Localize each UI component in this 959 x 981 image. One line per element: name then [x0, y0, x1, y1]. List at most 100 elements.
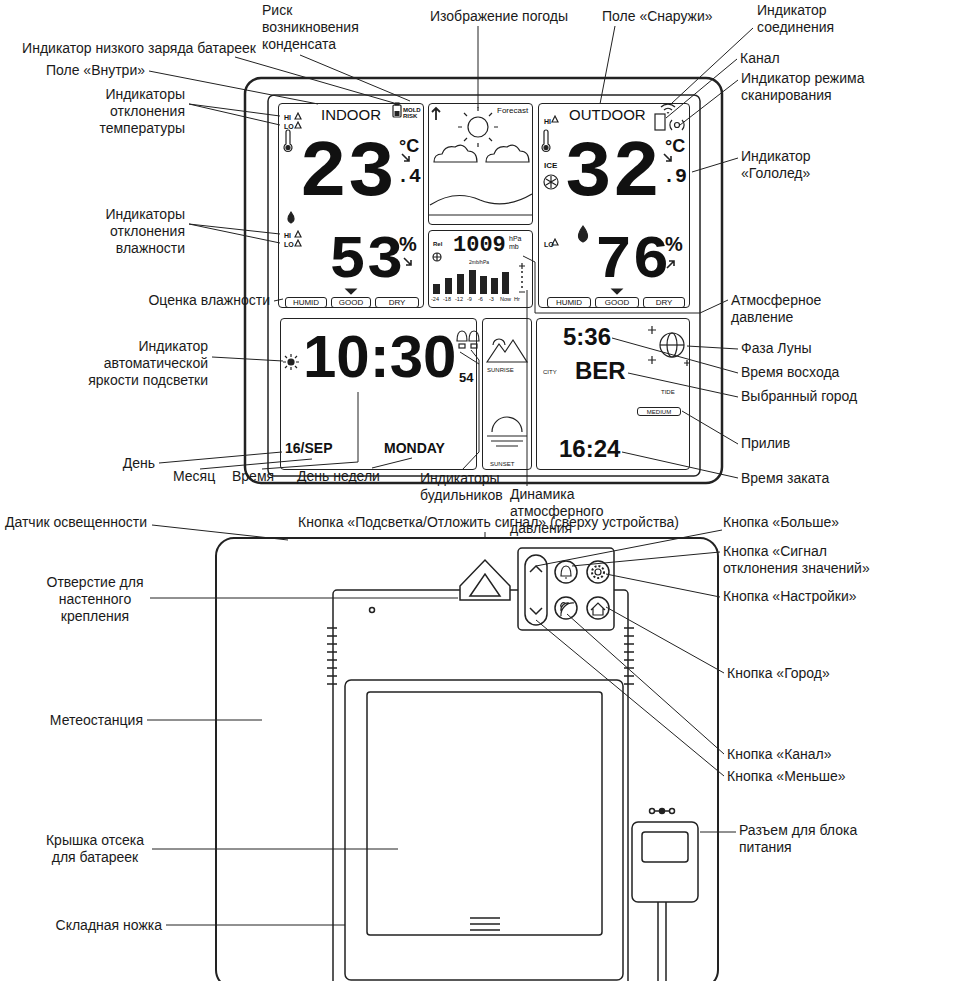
display-text: SUNRISE [487, 367, 514, 373]
display-text: 32 [564, 134, 660, 214]
display-icons [288, 359, 294, 365]
display-text: GOOD [332, 299, 370, 307]
clock-panel: 10:305416/SEPMONDAY [280, 318, 477, 470]
display-text: 16:24 [559, 437, 620, 461]
display-icons [433, 253, 441, 261]
display-text: Hr [514, 297, 520, 303]
display-text: -12 [455, 297, 463, 303]
comfort-box: DRY [643, 297, 685, 308]
display-text: INDOOR [321, 107, 381, 122]
display-icons [660, 344, 684, 345]
back-housing [470, 918, 500, 930]
display-icons [459, 344, 465, 348]
leader-line [262, 392, 358, 469]
comfort-box: DRY [375, 297, 419, 308]
city-panel: 5:36CITYBER16:24TIDEMEDIUM [536, 318, 690, 470]
callout-label: Кнопка «Больше» [723, 514, 839, 531]
display-text: 10:30 [303, 327, 456, 387]
display-icons [395, 111, 400, 116]
leader-line [628, 373, 738, 397]
display-text: MONDAY [384, 441, 445, 455]
display-text: MEDIUM [638, 409, 680, 415]
leader-line [687, 346, 738, 349]
display-icons [491, 278, 498, 294]
forecast-panel: Forecast [428, 103, 533, 225]
display-text: .4 [397, 167, 421, 187]
display-icons [295, 113, 558, 246]
display-icons [486, 145, 529, 162]
display-text: Rel [433, 241, 442, 247]
callout-label: Месяц [173, 468, 215, 485]
front-housing [245, 78, 722, 483]
callout-label: День [123, 455, 155, 472]
display-icons [521, 286, 523, 288]
display-text: % [665, 234, 683, 254]
leader-line [300, 55, 410, 101]
back-housing [370, 608, 375, 613]
callout-label: Разъем для блока питания [739, 822, 869, 856]
display-text: LO [284, 123, 294, 130]
display-text: 76 [595, 230, 669, 292]
display-text: -18 [443, 297, 451, 303]
callout-label: Кнопка «Подсветка/Отложить сигнал» (свер… [298, 514, 679, 531]
back-housing [592, 566, 604, 578]
display-text: mb [509, 243, 519, 250]
leader-line [606, 607, 724, 673]
display-icons [579, 226, 588, 242]
display-icons [670, 120, 684, 130]
display-icons [480, 276, 487, 294]
leader-line [612, 338, 738, 373]
callout-label: Индикатор режима сканирования [741, 70, 871, 104]
display-text: % [399, 234, 417, 254]
callout-label: Индикаторы отклонения влажности [85, 206, 185, 257]
callout-label: Кнопка «Сигнал отклонения значений» [723, 543, 888, 577]
display-text: 23 [299, 134, 395, 214]
callout-label: Время заката [741, 470, 829, 487]
leader-line [235, 57, 394, 103]
callout-label: Поле «Внутри» [46, 62, 145, 79]
back-housing [530, 566, 542, 614]
callout-label: Кнопка «Меньше» [727, 768, 846, 785]
back-housing [460, 560, 510, 600]
display-icons [284, 130, 292, 151]
outdoor-panel: OUTDOORHIICE32.9°C76%LOHUMIDGOODDRY [538, 103, 690, 308]
callout-label: Поле «Снаружи» [602, 8, 713, 25]
display-text: 16/SEP [285, 441, 332, 455]
display-icons [286, 146, 290, 150]
pressure-panel: Rel1009hPamb2mb/hPa-24-18-12-9-6-3NowHr [428, 230, 533, 308]
display-icons [544, 175, 558, 189]
display-icons [493, 339, 505, 345]
leader-line [152, 525, 288, 540]
display-text: hPa [509, 235, 521, 242]
leader-line [567, 614, 724, 754]
callout-label: Отверстие для настенного крепления [40, 574, 150, 625]
callout-label: Кнопка «Настройки» [723, 588, 857, 605]
back-housing [216, 538, 718, 981]
leader-line [150, 598, 458, 599]
tide-box: MEDIUM [637, 407, 681, 416]
indoor-panel: INDOORMOLD RISKHILO23.4°C53%HILOHUMIDGOO… [278, 103, 424, 308]
display-text: LO [544, 241, 554, 248]
display-text: HI [284, 232, 291, 239]
display-text: TIDE [661, 389, 675, 395]
front-housing [268, 95, 700, 476]
display-text: MOLD RISK [403, 107, 421, 119]
display-text: HI [544, 118, 551, 125]
display-icons [546, 176, 556, 188]
display-icons [660, 333, 684, 357]
display-icons [655, 114, 665, 130]
display-text: 5:36 [563, 325, 611, 349]
back-housing [587, 597, 609, 619]
callout-label: Время [232, 468, 274, 485]
display-icons [283, 354, 299, 370]
callout-label: Метеостанция [50, 712, 143, 729]
display-icons [544, 146, 548, 150]
display-icons [288, 212, 294, 223]
callout-label: Атмосферное давление [731, 292, 831, 326]
leader-line [682, 411, 738, 444]
back-housing [670, 809, 675, 814]
leader-line [152, 849, 398, 850]
callout-label: Индикаторы будильников [420, 470, 520, 504]
display-text: -9 [467, 297, 472, 303]
